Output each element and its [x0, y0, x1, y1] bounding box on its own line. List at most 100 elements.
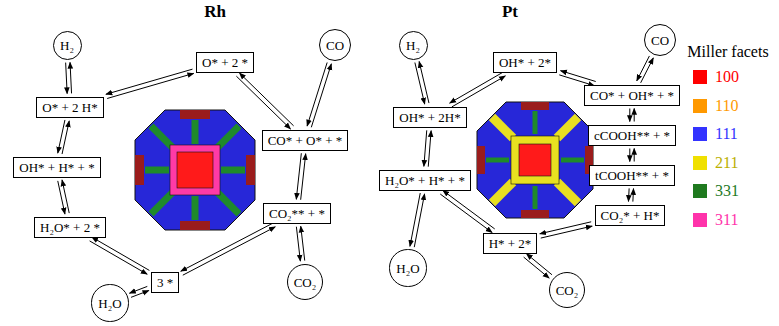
- arrow-stroke: [66, 63, 67, 94]
- state-box: CO* + OH* + *: [584, 85, 680, 106]
- arrow-stroke: [526, 254, 552, 275]
- reaction-arrow: [637, 56, 654, 83]
- arrow-stroke: [410, 193, 420, 246]
- 100-facet: [521, 210, 549, 218]
- reaction-arrow: [106, 69, 194, 98]
- 311-facets: [170, 145, 220, 195]
- arrow-stroke: [450, 72, 504, 103]
- node-text: 3 *: [157, 275, 173, 290]
- reaction-arrow: [524, 254, 552, 278]
- arrow-stroke: [540, 222, 591, 234]
- 100-facet: [180, 110, 210, 119]
- node-text: H* + 2*: [489, 236, 532, 251]
- arrow-stroke: [301, 154, 306, 200]
- arrow-stroke: [415, 63, 425, 105]
- arrow-stroke: [106, 69, 193, 94]
- species-circle: CO₂: [549, 272, 586, 309]
- node-text: H₂O* + 2 *: [40, 220, 100, 235]
- legend-entry: 100: [693, 68, 739, 86]
- arrow-stroke: [301, 226, 305, 260]
- arrow-stroke: [62, 121, 69, 154]
- node-text: CO: [326, 38, 344, 53]
- arrow-stroke: [296, 153, 301, 199]
- node-text: H₂: [60, 38, 74, 53]
- 100-facet: [177, 152, 213, 188]
- node-text: H₂O: [98, 296, 121, 311]
- state-box: O* + 2 H*: [36, 97, 103, 118]
- 100-facet: [521, 102, 549, 110]
- species-circle: CO: [319, 29, 351, 61]
- species-circle: CO: [644, 24, 676, 56]
- reaction-arrow: [559, 71, 595, 86]
- node-text: OH* + 2*: [499, 55, 551, 70]
- node-text: CO* + O* + *: [268, 133, 343, 148]
- arrow-stroke: [107, 73, 194, 98]
- species-circle: H₂: [399, 31, 428, 60]
- legend-swatch: [693, 127, 707, 141]
- node-text: H₂O: [396, 261, 419, 276]
- node-text: cCOOH** + *: [594, 128, 670, 143]
- node-text: OH* + 2H*: [399, 110, 461, 125]
- legend-entry: 110: [693, 97, 738, 115]
- arrow-stroke: [428, 131, 431, 167]
- state-box: tCOOH** + *: [589, 165, 675, 186]
- reaction-arrow: [410, 193, 425, 247]
- arrow-stroke: [424, 130, 427, 166]
- reaction-arrow: [415, 62, 429, 105]
- legend-swatch: [693, 70, 707, 84]
- legend-title: Miller facets: [687, 43, 768, 61]
- arrow-stroke: [628, 188, 630, 201]
- arrow-stroke: [90, 241, 148, 274]
- node-text: CO₂: [294, 275, 317, 290]
- 100-facet: [477, 146, 485, 174]
- node-text: CO₂: [556, 283, 579, 298]
- arrow-stroke: [58, 120, 65, 153]
- arrow-stroke: [58, 181, 65, 214]
- node-text: OH* + H* + *: [19, 160, 94, 175]
- state-box: OH* + 2H*: [393, 107, 467, 128]
- legend-swatch: [693, 99, 707, 113]
- reaction-arrow: [450, 72, 506, 107]
- reaction-arrow: [58, 120, 69, 154]
- legend-entry: 211: [693, 154, 738, 172]
- 331-facets: [145, 120, 245, 220]
- arrow-stroke: [307, 62, 327, 125]
- arrow-stroke: [311, 64, 331, 127]
- arrow-stroke: [634, 109, 635, 122]
- reaction-arrow: [181, 223, 276, 275]
- state-box: OH* + H* + *: [13, 157, 100, 178]
- species-circle: CO₂: [287, 264, 324, 301]
- node-text: CO: [651, 33, 669, 48]
- arrow-stroke: [92, 237, 150, 270]
- 111-facets: [135, 110, 255, 230]
- reaction-arrow: [424, 130, 431, 166]
- arrow-stroke: [641, 58, 654, 83]
- state-box: CO* + O* + *: [262, 130, 349, 151]
- reaction-arrow: [296, 153, 305, 200]
- arrow-stroke: [236, 76, 290, 129]
- arrow-stroke: [443, 191, 495, 229]
- arrow-stroke: [183, 227, 275, 275]
- legend-text: 111: [715, 125, 738, 143]
- reaction-arrow: [440, 191, 494, 233]
- rh-polyhedron: [135, 110, 255, 230]
- node-text: O* + 2 *: [202, 55, 248, 70]
- arrow-stroke: [414, 194, 424, 247]
- arrow-stroke: [239, 73, 293, 126]
- legend-entry: 311: [693, 211, 738, 229]
- arrow-stroke: [629, 109, 630, 122]
- state-box: cCOOH** + *: [588, 125, 676, 146]
- node-text: O* + 2 H*: [42, 100, 97, 115]
- arrow-stroke: [70, 62, 71, 93]
- reaction-arrow: [630, 109, 634, 122]
- state-box: O* + 2 *: [196, 52, 254, 73]
- arrow-stroke: [561, 71, 596, 82]
- arrow-stroke: [629, 149, 630, 162]
- state-box: H* + 2*: [483, 233, 538, 254]
- node-text: CO₂* + H*: [601, 208, 660, 223]
- node-text: H₂: [406, 38, 420, 53]
- node-text: CO* + OH* + *: [590, 88, 674, 103]
- arrow-stroke: [524, 257, 550, 278]
- state-box: CO₂** + *: [263, 203, 331, 224]
- reaction-arrow: [236, 73, 293, 129]
